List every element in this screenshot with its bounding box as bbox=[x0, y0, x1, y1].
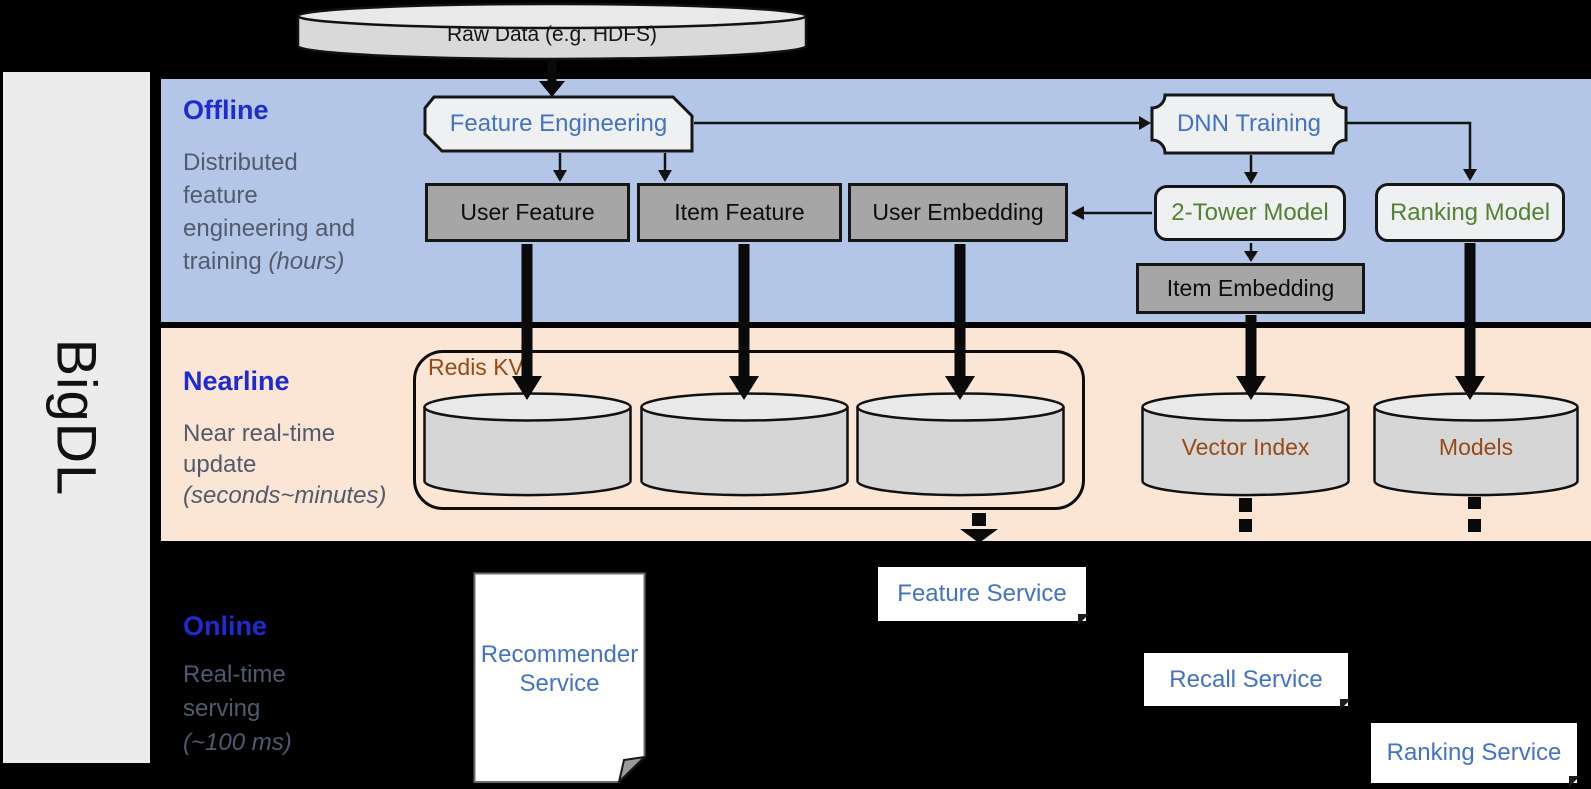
item-feature-box: Item Feature bbox=[637, 183, 842, 242]
dnn-training-label: DNN Training bbox=[1176, 110, 1322, 137]
kv-store-2-top bbox=[640, 392, 849, 422]
nearline-desc-line-2: update bbox=[183, 451, 257, 478]
feature-engineering-label: Feature Engineering bbox=[449, 110, 668, 137]
ranking-service-box: Ranking Service bbox=[1371, 723, 1580, 787]
feature-engineering-shape bbox=[423, 95, 694, 153]
models-body bbox=[1373, 407, 1579, 497]
bigdl-label: BigDL bbox=[45, 338, 108, 497]
online-lane-title: Online bbox=[183, 611, 268, 641]
vector-index-label: Vector Index bbox=[1181, 433, 1310, 460]
kv-store-cylinder-2 bbox=[640, 392, 849, 497]
feature-service-label: Feature Service bbox=[897, 580, 1067, 607]
kv-store-3-body bbox=[856, 407, 1065, 497]
online-lane-desc: Real-time serving (~100 ms) bbox=[183, 658, 292, 760]
redis-kv-label: Redis KV bbox=[428, 354, 524, 380]
kv-store-cylinder-3 bbox=[856, 392, 1065, 497]
online-desc-line-1: Real-time bbox=[183, 661, 286, 688]
offline-desc-line-4: training (hours) bbox=[183, 248, 345, 275]
item-embedding-box: Item Embedding bbox=[1136, 263, 1365, 314]
bigdl-sidebar: BigDL bbox=[3, 72, 150, 763]
offline-desc-line-1: Distributed bbox=[183, 149, 298, 176]
offline-desc-line-2: feature bbox=[183, 182, 258, 209]
two-tower-model-label: 2-Tower Model bbox=[1171, 199, 1329, 226]
feature-engineering-box bbox=[423, 95, 694, 153]
recommender-service-line-1: Recommender bbox=[480, 641, 639, 668]
raw-data-label: Raw Data (e.g. HDFS) bbox=[446, 23, 658, 46]
user-feature-box: User Feature bbox=[425, 183, 630, 242]
feature-service-box: Feature Service bbox=[878, 567, 1089, 625]
models-label: Models bbox=[1438, 433, 1514, 460]
user-feature-label: User Feature bbox=[460, 199, 595, 225]
offline-lane-desc: Distributed feature engineering and trai… bbox=[183, 146, 355, 278]
dnn-training-box bbox=[1150, 93, 1348, 155]
vector-index-top bbox=[1141, 392, 1350, 422]
kv-store-3-top bbox=[856, 392, 1065, 422]
offline-desc-line-3: engineering and bbox=[183, 215, 356, 242]
recommender-service-label: Recommender Service bbox=[473, 640, 646, 698]
vector-index-body bbox=[1141, 407, 1350, 497]
item-feature-label: Item Feature bbox=[674, 199, 805, 225]
models-top bbox=[1373, 392, 1579, 422]
kv-store-cylinder-1 bbox=[423, 392, 632, 497]
two-tower-model-box: 2-Tower Model bbox=[1154, 185, 1346, 241]
ranking-service-fold-icon bbox=[1569, 776, 1580, 787]
ranking-model-label: Ranking Model bbox=[1389, 198, 1551, 226]
kv-store-1-top bbox=[423, 392, 632, 422]
recall-service-box: Recall Service bbox=[1144, 653, 1351, 710]
item-embedding-label: Item Embedding bbox=[1166, 275, 1335, 301]
user-embedding-label: User Embedding bbox=[872, 199, 1044, 225]
models-cylinder bbox=[1373, 392, 1579, 497]
nearline-desc-line-1: Near real-time bbox=[183, 420, 336, 447]
recall-service-fold-icon bbox=[1340, 699, 1351, 710]
kv-store-1-body bbox=[423, 407, 632, 497]
recommender-service-fold bbox=[617, 755, 648, 785]
recommender-service-doc bbox=[473, 572, 648, 785]
user-embedding-box: User Embedding bbox=[848, 183, 1068, 242]
ranking-model-box: Ranking Model bbox=[1375, 183, 1565, 242]
online-desc-line-3: (~100 ms) bbox=[183, 729, 292, 756]
offline-lane-title: Offline bbox=[183, 95, 269, 125]
raw-data-cylinder-top bbox=[296, 2, 808, 30]
raw-data-cylinder bbox=[296, 2, 808, 61]
online-desc-line-2: serving bbox=[183, 695, 261, 722]
recommender-service-line-2: Service bbox=[519, 670, 600, 697]
nearline-lane-desc: Near real-time update (seconds~minutes) bbox=[183, 418, 386, 511]
kv-store-2-body bbox=[640, 407, 849, 497]
dnn-training-shape bbox=[1150, 93, 1348, 155]
ranking-service-label: Ranking Service bbox=[1386, 739, 1562, 766]
nearline-lane-title: Nearline bbox=[183, 366, 290, 396]
nearline-desc-line-3: (seconds~minutes) bbox=[183, 482, 387, 509]
recall-service-label: Recall Service bbox=[1169, 665, 1323, 693]
feature-service-fold-icon bbox=[1078, 614, 1089, 625]
